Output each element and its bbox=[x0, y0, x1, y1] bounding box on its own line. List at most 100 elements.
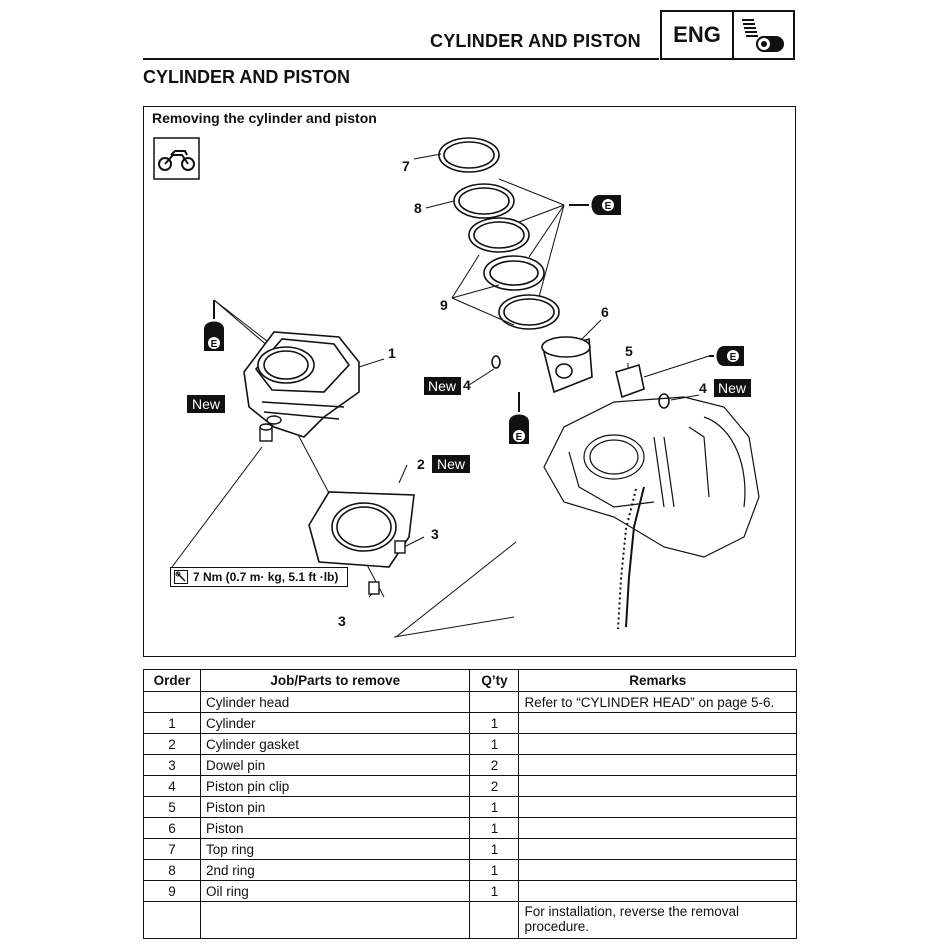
section-title: CYLINDER AND PISTON bbox=[143, 67, 351, 87]
qty-cell: 1 bbox=[469, 880, 520, 902]
order-cell: 4 bbox=[143, 775, 201, 797]
dowel-pins bbox=[368, 540, 406, 595]
table-row: For installation, reverse the removal pr… bbox=[143, 901, 797, 939]
part-cell: Piston pin clip bbox=[199, 775, 471, 797]
remarks-cell bbox=[518, 796, 797, 818]
col-header-qty: Q’ty bbox=[469, 669, 520, 692]
running-title: CYLINDER AND PISTON bbox=[430, 31, 641, 51]
svg-text:E: E bbox=[730, 352, 737, 363]
part-cell: Dowel pin bbox=[199, 754, 471, 776]
new-tag-clip-left: New bbox=[424, 377, 461, 395]
part-label-3-lower: 3 bbox=[338, 613, 346, 629]
order-cell: 6 bbox=[143, 817, 201, 839]
remarks-cell bbox=[518, 712, 797, 734]
diagram-title: Removing the cylinder and piston bbox=[152, 110, 377, 126]
part-cell: Oil ring bbox=[199, 880, 471, 902]
order-cell bbox=[143, 901, 201, 939]
col-header-remarks: Remarks bbox=[518, 669, 797, 692]
chapter-badge: ENG bbox=[660, 10, 795, 60]
svg-text:E: E bbox=[211, 339, 218, 350]
cylinder-bolt bbox=[259, 415, 282, 442]
remarks-cell bbox=[518, 880, 797, 902]
qty-cell: 1 bbox=[469, 817, 520, 839]
svg-text:New: New bbox=[718, 380, 747, 396]
cylinder bbox=[243, 331, 360, 438]
part-label-7: 7 bbox=[402, 158, 410, 174]
remarks-cell bbox=[518, 859, 797, 881]
piston-pin-clips bbox=[491, 355, 670, 409]
remarks-cell bbox=[518, 733, 797, 755]
qty-cell: 2 bbox=[469, 775, 520, 797]
svg-text:E: E bbox=[605, 201, 612, 212]
order-cell: 1 bbox=[143, 712, 201, 734]
svg-text:New: New bbox=[437, 456, 466, 472]
cylinder-gasket bbox=[308, 491, 415, 568]
remarks-cell bbox=[518, 754, 797, 776]
part-cell: Piston bbox=[199, 817, 471, 839]
part-cell: Top ring bbox=[199, 838, 471, 860]
order-cell: 9 bbox=[143, 880, 201, 902]
chapter-badge-label: ENG bbox=[662, 12, 734, 58]
part-cell: Cylinder gasket bbox=[199, 733, 471, 755]
part-label-4-right: 4 bbox=[699, 380, 707, 396]
qty-cell: 1 bbox=[469, 838, 520, 860]
motorcycle-icon bbox=[153, 137, 200, 180]
qty-cell: 1 bbox=[469, 859, 520, 881]
oil-marker-pin: E bbox=[709, 346, 744, 366]
oil-marker-piston: E bbox=[509, 392, 529, 444]
col-header-order: Order bbox=[143, 669, 201, 692]
svg-text:E: E bbox=[516, 432, 523, 443]
torque-spec-text: 7 Nm (0.7 m· kg, 5.1 ft ·lb) bbox=[193, 570, 339, 584]
part-label-6: 6 bbox=[601, 304, 609, 320]
order-cell: 8 bbox=[143, 859, 201, 881]
part-label-3-upper: 3 bbox=[431, 526, 439, 542]
new-tag-gasket: New bbox=[432, 455, 470, 473]
part-label-4-left: 4 bbox=[463, 377, 471, 393]
new-tag-cylinder: New bbox=[187, 395, 225, 413]
header-rule bbox=[143, 58, 659, 60]
table-header-row: Order Job/Parts to remove Q’ty Remarks bbox=[143, 669, 797, 692]
part-label-5: 5 bbox=[625, 343, 633, 359]
qty-cell: 2 bbox=[469, 754, 520, 776]
order-cell: 7 bbox=[143, 838, 201, 860]
col-header-job: Job/Parts to remove bbox=[199, 669, 471, 692]
order-cell bbox=[143, 691, 201, 713]
diagram-drawing: E E E E 7 8 9 6 5 4 4 1 2 3 3 bbox=[153, 137, 760, 638]
piston-pin bbox=[615, 363, 645, 399]
part-label-2: 2 bbox=[417, 456, 425, 472]
torque-spec: 7 Nm (0.7 m· kg, 5.1 ft ·lb) bbox=[170, 567, 348, 587]
exploded-diagram: E E E E 7 8 9 6 5 4 4 1 2 3 3 bbox=[143, 106, 796, 657]
qty-cell: 1 bbox=[469, 733, 520, 755]
oil-marker-cylinder: E bbox=[204, 300, 224, 351]
svg-text:New: New bbox=[428, 378, 457, 394]
qty-cell: 1 bbox=[469, 712, 520, 734]
remarks-cell: Refer to “CYLINDER HEAD” on page 5-6. bbox=[518, 691, 797, 713]
order-cell: 5 bbox=[143, 796, 201, 818]
removal-table: Order Job/Parts to remove Q’ty Remarks C… bbox=[143, 669, 797, 939]
part-cell: Cylinder bbox=[199, 712, 471, 734]
cam-chain bbox=[617, 486, 645, 630]
remarks-cell: For installation, reverse the removal pr… bbox=[518, 901, 797, 939]
part-label-9: 9 bbox=[440, 297, 448, 313]
remarks-cell bbox=[518, 817, 797, 839]
crankcase bbox=[543, 396, 760, 558]
part-cell: 2nd ring bbox=[199, 859, 471, 881]
order-cell: 2 bbox=[143, 733, 201, 755]
qty-cell bbox=[469, 691, 520, 713]
order-cell: 3 bbox=[143, 754, 201, 776]
qty-cell bbox=[469, 901, 520, 939]
svg-text:New: New bbox=[192, 396, 221, 412]
part-cell bbox=[199, 901, 471, 939]
wrench-icon bbox=[174, 570, 188, 584]
new-tag-clip-right: New bbox=[714, 379, 751, 397]
